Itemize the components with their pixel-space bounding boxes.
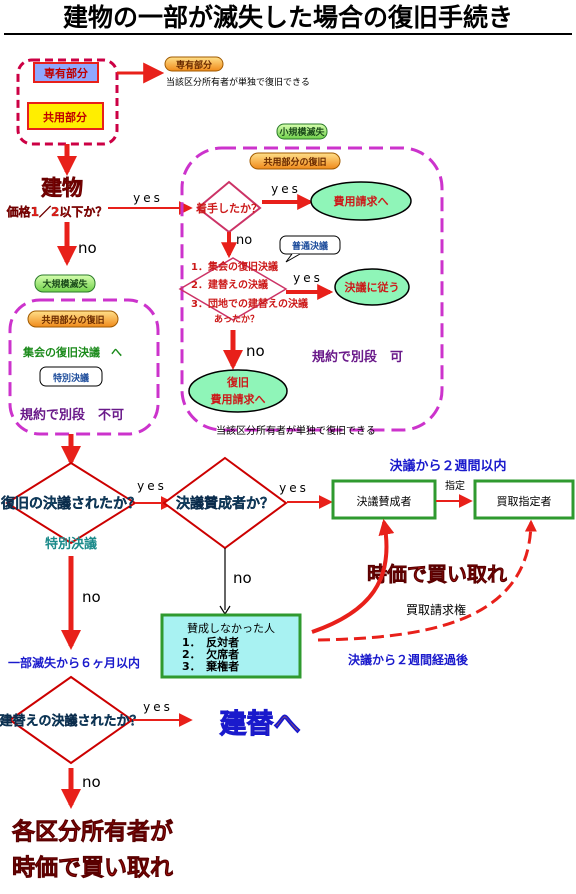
- resolution-item-2: 2．建替えの決議: [191, 278, 268, 291]
- restore-yes-label: yes: [137, 479, 167, 493]
- resolution-yes-label: yes: [293, 271, 323, 285]
- page-title-group: 建物の一部が滅失した場合の復旧手続き: [4, 3, 572, 35]
- large-loss-group: 大規模滅失 共用部分の復旧 集会の復旧決議 へ 特別決議 規約で別段 不可: [8, 274, 160, 436]
- agreed-question-group: 決議賛成者か？ yes no: [162, 456, 333, 616]
- senyu-label: 専有部分: [44, 66, 88, 80]
- special-label: 特別決議: [53, 372, 89, 384]
- small-loss-group: 小規模滅失 共用部分の復旧 着手したか？ yes 費用請求へ no 普通決議 1…: [178, 123, 444, 437]
- large-loss-bylaw: 規約で別段 不可: [20, 407, 124, 423]
- six-months-label: 一部滅失から６ヶ月以内: [8, 655, 140, 670]
- small-loss-header: [249, 152, 341, 170]
- rebuild-result: 建替へ: [220, 709, 301, 740]
- not-agreed-title: 賛成しなかった人: [187, 621, 275, 635]
- page-title: 建物の一部が滅失した場合の復旧手続き: [63, 3, 513, 32]
- started-question: 着手したか？: [195, 201, 262, 215]
- rebuild-yes-label: yes: [143, 700, 173, 714]
- rebuild-question-group: 建替えの決議されたか？ yes 建替へ no: [0, 675, 301, 809]
- resolution-item-1: 1．集会の復旧決議: [191, 260, 278, 273]
- final-group: 各区分所有者が 時価で買い取れ: [11, 818, 174, 882]
- top-left-group: 専有部分 共用部分 専有部分 当該区分所有者が単独で復旧できる: [16, 56, 310, 146]
- senyu-tag: [164, 56, 224, 72]
- agreed-question: 決議賛成者か？: [176, 495, 274, 512]
- resolution-item-3b: あったか？: [214, 314, 259, 325]
- large-loss-badge: [34, 274, 96, 293]
- restore-question: 復旧の決議されたか？: [0, 495, 141, 512]
- restore-oval: [188, 369, 288, 413]
- small-loss-note: 当該区分所有者が単独で復旧できる: [216, 424, 376, 437]
- resolution-diamond: [178, 257, 288, 321]
- large-loss-frame: [8, 298, 160, 436]
- designated-box-label: 買取指定者: [497, 494, 552, 508]
- senyu-box: [33, 62, 99, 83]
- resolution-item-3: 3．団地での建替えの決議: [191, 297, 308, 310]
- follow-oval: [334, 268, 410, 306]
- building-no-label: no: [78, 239, 97, 257]
- not-agreed-group: 賛成しなかった人 1． 反対者 2． 欠席者 3． 棄権者: [160, 613, 302, 679]
- market-price-label: 時価で買い取れ: [367, 562, 507, 586]
- kyoyo-label: 共用部分: [43, 110, 87, 124]
- small-loss-bylaw: 規約で別段 可: [312, 349, 403, 365]
- started-no-label: no: [236, 233, 252, 248]
- building-price-question: 価格1／2以下か？: [6, 204, 108, 219]
- senyu-tag-label: 専有部分: [176, 59, 212, 71]
- not-agreed-r2: 2． 欠席者: [182, 647, 239, 661]
- restore-line-2: 費用請求へ: [210, 392, 266, 406]
- final-line-1: 各区分所有者が: [11, 818, 173, 845]
- not-agreed-box: [160, 613, 302, 679]
- agreed-yes-label: yes: [279, 481, 309, 495]
- building-word: 建物: [41, 176, 83, 200]
- rebuild-question: 建替えの決議されたか？: [0, 713, 143, 729]
- rebuild-diamond: [8, 675, 134, 765]
- restore-no-label: no: [82, 588, 101, 606]
- futsu-bubble-tail: [285, 253, 301, 263]
- arrow-claim-dashed: [317, 519, 537, 642]
- cost-claim-oval-1: [310, 181, 412, 221]
- large-loss-header-label: 共用部分の復旧: [41, 314, 104, 326]
- rebuild-no-label: no: [82, 773, 101, 791]
- agreed-box: [331, 479, 437, 520]
- arrow-claim-solid: [311, 518, 395, 634]
- restore-diamond: [5, 461, 137, 545]
- futsu-bubble: [279, 235, 341, 255]
- started-yes-label: yes: [271, 182, 301, 196]
- not-agreed-r1: 1． 反対者: [182, 635, 239, 649]
- building-yes-label: yes: [133, 191, 163, 205]
- small-loss-header-label: 共用部分の復旧: [263, 156, 326, 168]
- buyer-group: 決議から２週間以内 決議賛成者 指定 買取指定者 時価で買い取れ 買取請求権 決…: [311, 458, 575, 667]
- agreed-box-label: 決議賛成者: [357, 494, 412, 508]
- senyu-note: 当該区分所有者が単独で復旧できる: [166, 76, 310, 88]
- small-loss-frame: [180, 146, 444, 432]
- after-two-weeks-label: 決議から２週間経過後: [348, 652, 469, 667]
- final-line-2: 時価で買い取れ: [12, 855, 173, 881]
- restore-line-1: 復旧: [226, 375, 249, 389]
- small-loss-badge-label: 小規模滅失: [278, 126, 325, 138]
- follow-label: 決議に従う: [345, 280, 400, 294]
- not-agreed-r3: 3． 棄権者: [182, 659, 239, 673]
- cost-claim-1-label: 費用請求へ: [333, 194, 389, 208]
- restore-question-group: 復旧の決議されたか？ 特別決議 yes no: [0, 461, 175, 650]
- building-question-group: 建物 価格1／2以下か？ yes no: [5, 176, 193, 266]
- top-left-dashed-frame: [16, 58, 119, 146]
- large-loss-resolution: 集会の復旧決議 へ: [22, 345, 122, 359]
- resolution-no-label: no: [246, 342, 265, 360]
- claim-right-label: 買取請求権: [406, 602, 466, 617]
- large-loss-badge-label: 大規模滅失: [42, 278, 88, 290]
- designate-label: 指定: [445, 479, 465, 492]
- small-loss-badge: [276, 123, 328, 140]
- kyoyo-box: [27, 102, 104, 130]
- designated-box: [473, 479, 575, 520]
- two-weeks-label: 決議から２週間以内: [389, 458, 506, 474]
- agreed-no-label: no: [233, 569, 252, 587]
- futsu-label: 普通決議: [292, 240, 328, 252]
- restore-special: 特別決議: [45, 536, 97, 552]
- special-bubble: [39, 366, 103, 387]
- large-loss-header: [27, 310, 119, 328]
